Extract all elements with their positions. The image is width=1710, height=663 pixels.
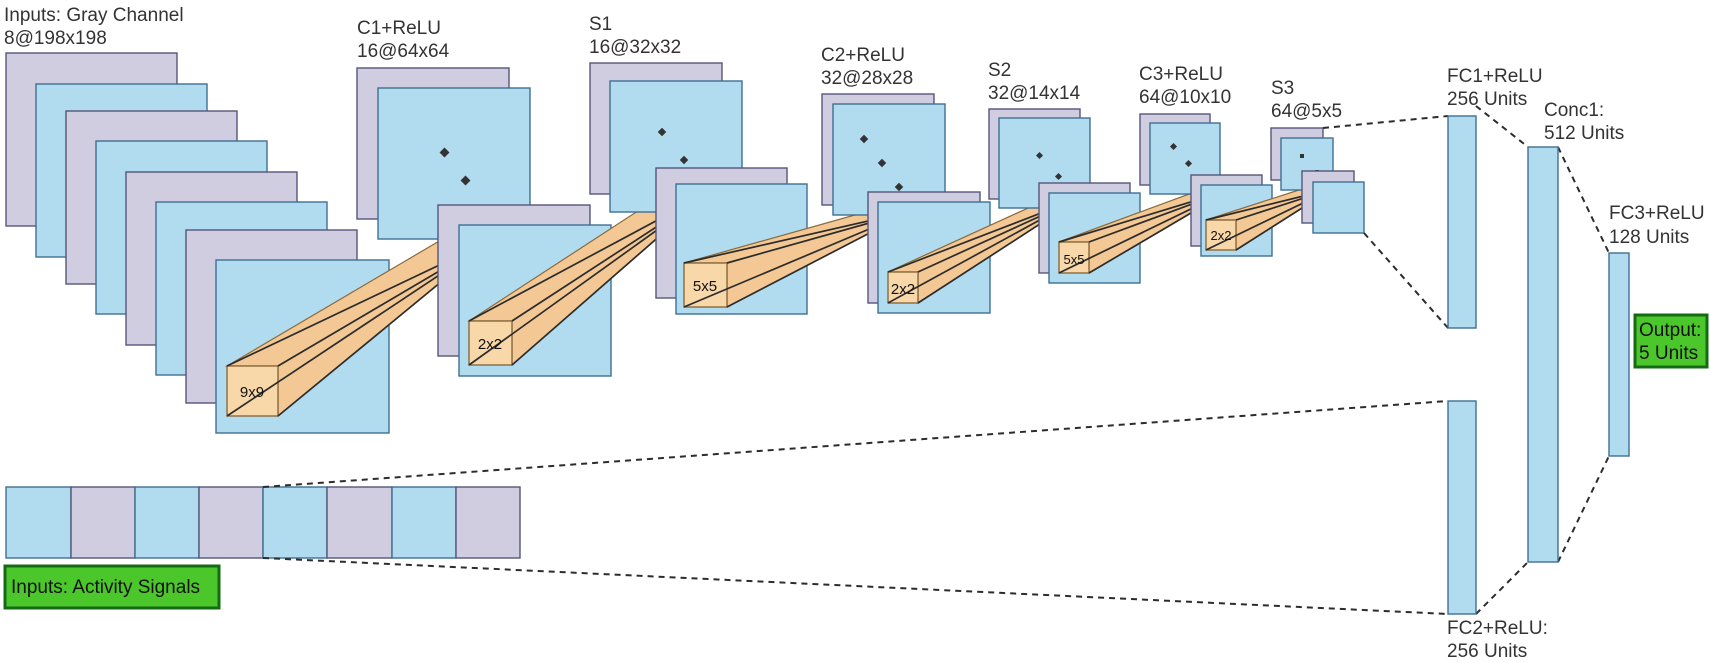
s1-layer-shape: 16@32x32 [589, 37, 681, 58]
fc2-layer-name: FC2+ReLU: [1447, 618, 1548, 639]
fc1-layer-name: FC1+ReLU [1447, 66, 1543, 87]
s3-layer-name: S3 [1271, 78, 1294, 99]
s2-layer-name: S2 [988, 60, 1011, 81]
kernel-label: 2x2 [478, 336, 502, 353]
activity-signals-label: Inputs: Activity Signals [11, 577, 200, 598]
conc1-layer [1527, 146, 1559, 563]
c1-layer-name: C1+ReLU [357, 18, 441, 39]
fc3-layer-name: FC3+ReLU [1609, 203, 1705, 224]
fc3-layer-units: 128 Units [1609, 227, 1689, 248]
conc1-layer-units: 512 Units [1544, 123, 1624, 144]
dashed-connectors [262, 105, 1610, 615]
c3-layer-shape: 64@10x10 [1139, 87, 1231, 108]
output-units: 5 Units [1639, 343, 1698, 364]
s1-layer-name: S1 [589, 14, 612, 35]
fc3-layer [1608, 252, 1630, 457]
fc2-layer [1447, 400, 1477, 615]
conc1-layer-name: Conc1: [1544, 100, 1604, 121]
output-box: Output: 5 Units [1633, 313, 1709, 369]
activity-signals-label-box: Inputs: Activity Signals [3, 564, 221, 610]
c2-layer-name: C2+ReLU [821, 45, 905, 66]
fc1-layer-units: 256 Units [1447, 89, 1527, 110]
kernel-label: 5x5 [693, 278, 717, 295]
kernel-label: 2x2 [891, 281, 915, 298]
activity-signal-input [5, 486, 521, 559]
s2-layer-shape: 32@14x14 [988, 83, 1081, 104]
kernel-label: 5x5 [1064, 252, 1085, 267]
kernel-label: 2x2 [1211, 228, 1232, 243]
c3-layer-name: C3+ReLU [1139, 64, 1223, 85]
s3-layer-shape: 64@5x5 [1271, 101, 1342, 122]
output-label: Output: [1639, 320, 1701, 341]
kernel-label: 9x9 [240, 384, 264, 401]
s3-feature-maps [1270, 127, 1365, 234]
input-feature-maps [5, 52, 390, 434]
c1-layer-shape: 16@64x64 [357, 41, 450, 62]
input-layer-shape: 8@198x198 [4, 28, 107, 49]
fc2-layer-units: 256 Units [1447, 641, 1527, 662]
fc1-layer [1447, 115, 1477, 329]
input-layer-name: Inputs: Gray Channel [4, 5, 184, 26]
c3-feature-maps [1139, 113, 1273, 257]
c2-layer-shape: 32@28x28 [821, 68, 913, 89]
kernel-5x5-s1: 5x5 [683, 210, 913, 308]
